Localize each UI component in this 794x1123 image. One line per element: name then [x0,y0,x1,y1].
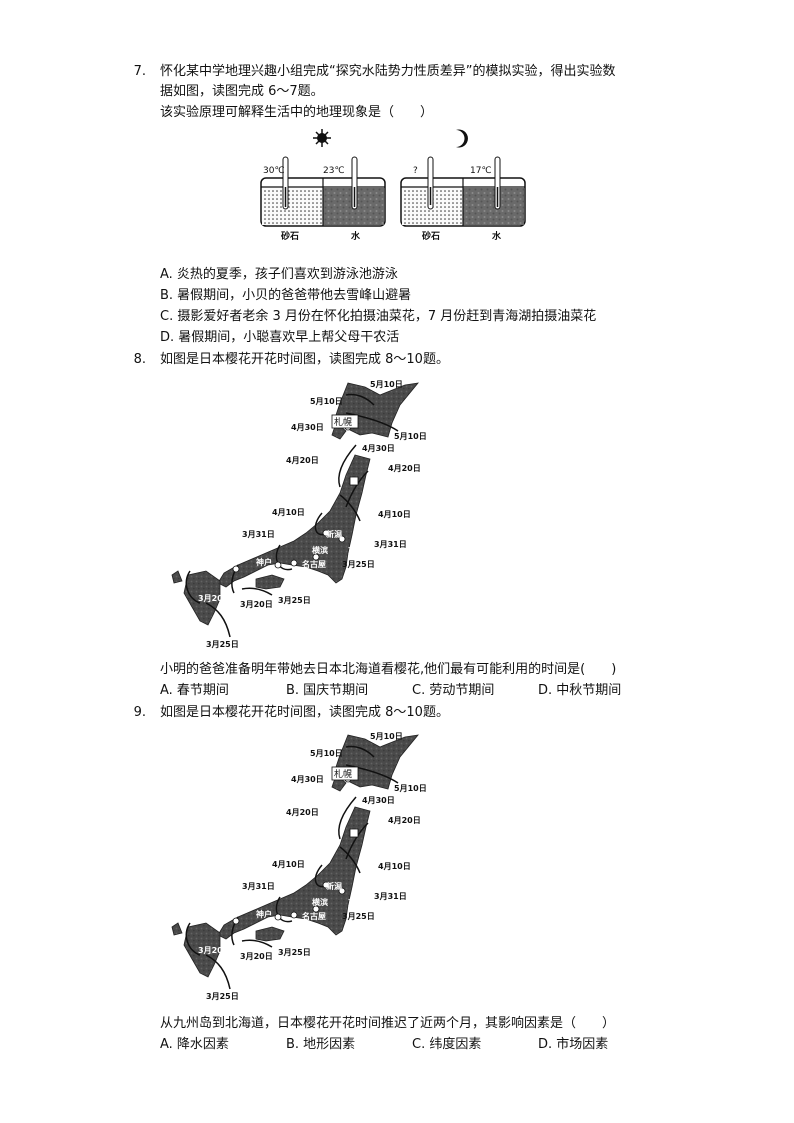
map2-city-osaka: 大阪 [288,921,305,931]
map1-city-nagoya: 名古屋 [302,559,326,569]
map1-city-yokohama: 横滨 [312,545,328,555]
map1-date-0320-left: 3月20日 [198,594,231,603]
question-7-question: 该实验原理可解释生活中的地理现象是（ ） [160,105,434,120]
left-water-label: 水 [351,230,361,242]
question-7-option-b[interactable]: B. 暑假期间，小贝的爸爸带他去雪峰山避暑 [160,288,412,303]
question-7-option-c[interactable]: C. 摄影爱好者老余 3 月份在怀化拍摄油菜花，7 月份赶到青海湖拍摄油菜花 [160,309,597,324]
map2-date-0430-left: 4月30日 [291,775,324,784]
map2-date-0510-left: 5月10日 [310,749,343,758]
map2-city-sapporo: 札幌 [334,768,352,780]
map1-date-0331-left: 3月31日 [242,530,275,539]
map1-date-0331-right: 3月31日 [374,540,407,549]
map2-date-0430-right: 4月30日 [362,796,395,805]
question-8-question: 小明的爸爸准备明年带她去日本北海道看樱花,他们最有可能利用的时间是( ) [160,662,617,677]
japan-sakura-map-2: 5月10日 5月10日 4月30日 5月10日 4月30日 4月20日 4月20… [171,732,427,1001]
map2-date-0320-mid: 3月20日 [240,952,273,961]
map1-city-hiroshima: 广岛 [208,559,224,569]
question-9-question: 从九州岛到北海道，日本樱花开花时间推迟了近两个月，其影响因素是（ ） [160,1016,616,1031]
experiment-figure: 30℃ 23℃ 砂石 水 ? 17℃ 砂石 水 [260,129,526,242]
map1-date-0320-mid: 3月20日 [240,600,273,609]
question-7-option-d[interactable]: D. 暑假期间，小聪喜欢早上帮父母干农活 [160,330,400,345]
map2-date-0420-left: 4月20日 [286,808,319,817]
map1-date-0430-left: 4月30日 [291,423,324,432]
question-8-option-b[interactable]: B. 国庆节期间 [286,683,369,698]
question-8-number: 8. [133,352,146,367]
question-9-option-c[interactable]: C. 纬度因素 [412,1037,482,1052]
left-water-temp: 23℃ [323,166,345,176]
question-8-options: A. 春节期间 B. 国庆节期间 C. 劳动节期间 D. 中秋节期间 [160,682,664,700]
question-7-option-a[interactable]: A. 炎热的夏季，孩子们喜欢到游泳池游泳 [160,267,398,282]
map1-city-niigata: 新潟 [326,529,342,539]
map2-date-0325-mid: 3月25日 [278,948,311,957]
question-8-option-a[interactable]: A. 春节期间 [160,683,229,698]
map2-city-hiroshima: 广岛 [208,911,224,921]
map1-city-tokyo: 东京 [348,545,364,555]
right-container [400,156,526,227]
map2-date-0510-right: 5月10日 [394,784,427,793]
question-9-option-a[interactable]: A. 降水因素 [160,1037,229,1052]
question-8-stem: 如图是日本樱花开花时间图，读图完成 8～10题。 [160,352,449,367]
map2-date-0331-left: 3月31日 [242,882,275,891]
right-water-temp: 17℃ [470,166,492,176]
question-8-option-d[interactable]: D. 中秋节期间 [538,683,622,698]
question-8-option-c[interactable]: C. 劳动节期间 [412,683,495,698]
map1-date-0410-left: 4月10日 [272,508,305,517]
map2-city-niigata: 新潟 [326,881,342,891]
map2-city-kobe: 神户 [256,909,272,919]
map2-city-nagoya: 名古屋 [302,911,326,921]
map2-city-tokyo: 东京 [348,897,364,907]
map2-date-0320-left: 3月20日 [198,946,231,955]
map1-date-0420-right: 4月20日 [388,464,421,473]
map1-date-0430-right: 4月30日 [362,444,395,453]
question-7-stem-line1: 怀化某中学地理兴趣小组完成“探究水陆势力性质差异”的模拟实验，得出实验数 [160,64,616,79]
right-sand-label: 砂石 [422,230,440,242]
question-9-option-d[interactable]: D. 市场因素 [538,1037,609,1052]
map1-date-0325-mid: 3月25日 [278,596,311,605]
left-sand-temp: 30℃ [263,166,285,176]
question-9-stem: 如图是日本樱花开花时间图，读图完成 8～10题。 [160,705,449,720]
map2-date-0410-left: 4月10日 [272,860,305,869]
left-container [260,156,386,227]
map1-date-0510-right: 5月10日 [394,432,427,441]
map1-date-0510-left: 5月10日 [310,397,343,406]
map1-date-0410-right: 4月10日 [378,510,411,519]
sun-icon [313,129,331,147]
question-9-option-b[interactable]: B. 地形因素 [286,1037,356,1052]
japan-sakura-map-1: 5月10日 5月10日 4月30日 5月10日 4月30日 4月20日 4月20… [171,380,427,649]
map2-city-yokohama: 横滨 [312,897,328,907]
right-water-label: 水 [492,230,502,242]
map1-city-osaka: 大阪 [288,569,305,579]
map1-date-0325-bottom: 3月25日 [206,640,239,649]
map2-date-0510-top: 5月10日 [370,732,403,741]
question-7-stem-line2: 据如图，读图完成 6～7题。 [160,84,324,99]
question-9-options: A. 降水因素 B. 地形因素 C. 纬度因素 D. 市场因素 [160,1036,664,1054]
map2-date-0331-right: 3月31日 [374,892,407,901]
map2-date-0420-right: 4月20日 [388,816,421,825]
left-sand-label: 砂石 [281,230,299,242]
map1-city-kobe: 神户 [256,557,272,567]
right-sand-temp: ? [413,166,418,176]
question-7-number: 7. [133,64,146,79]
question-9-number: 9. [133,705,146,720]
map2-date-0325-bottom: 3月25日 [206,992,239,1001]
map1-date-0510-top: 5月10日 [370,380,403,389]
map2-date-0325-right: 3月25日 [342,912,375,921]
map1-date-0325-right: 3月25日 [342,560,375,569]
map2-date-0410-right: 4月10日 [378,862,411,871]
moon-icon [456,129,468,148]
map1-date-0420-left: 4月20日 [286,456,319,465]
map1-city-sapporo: 札幌 [334,416,352,428]
